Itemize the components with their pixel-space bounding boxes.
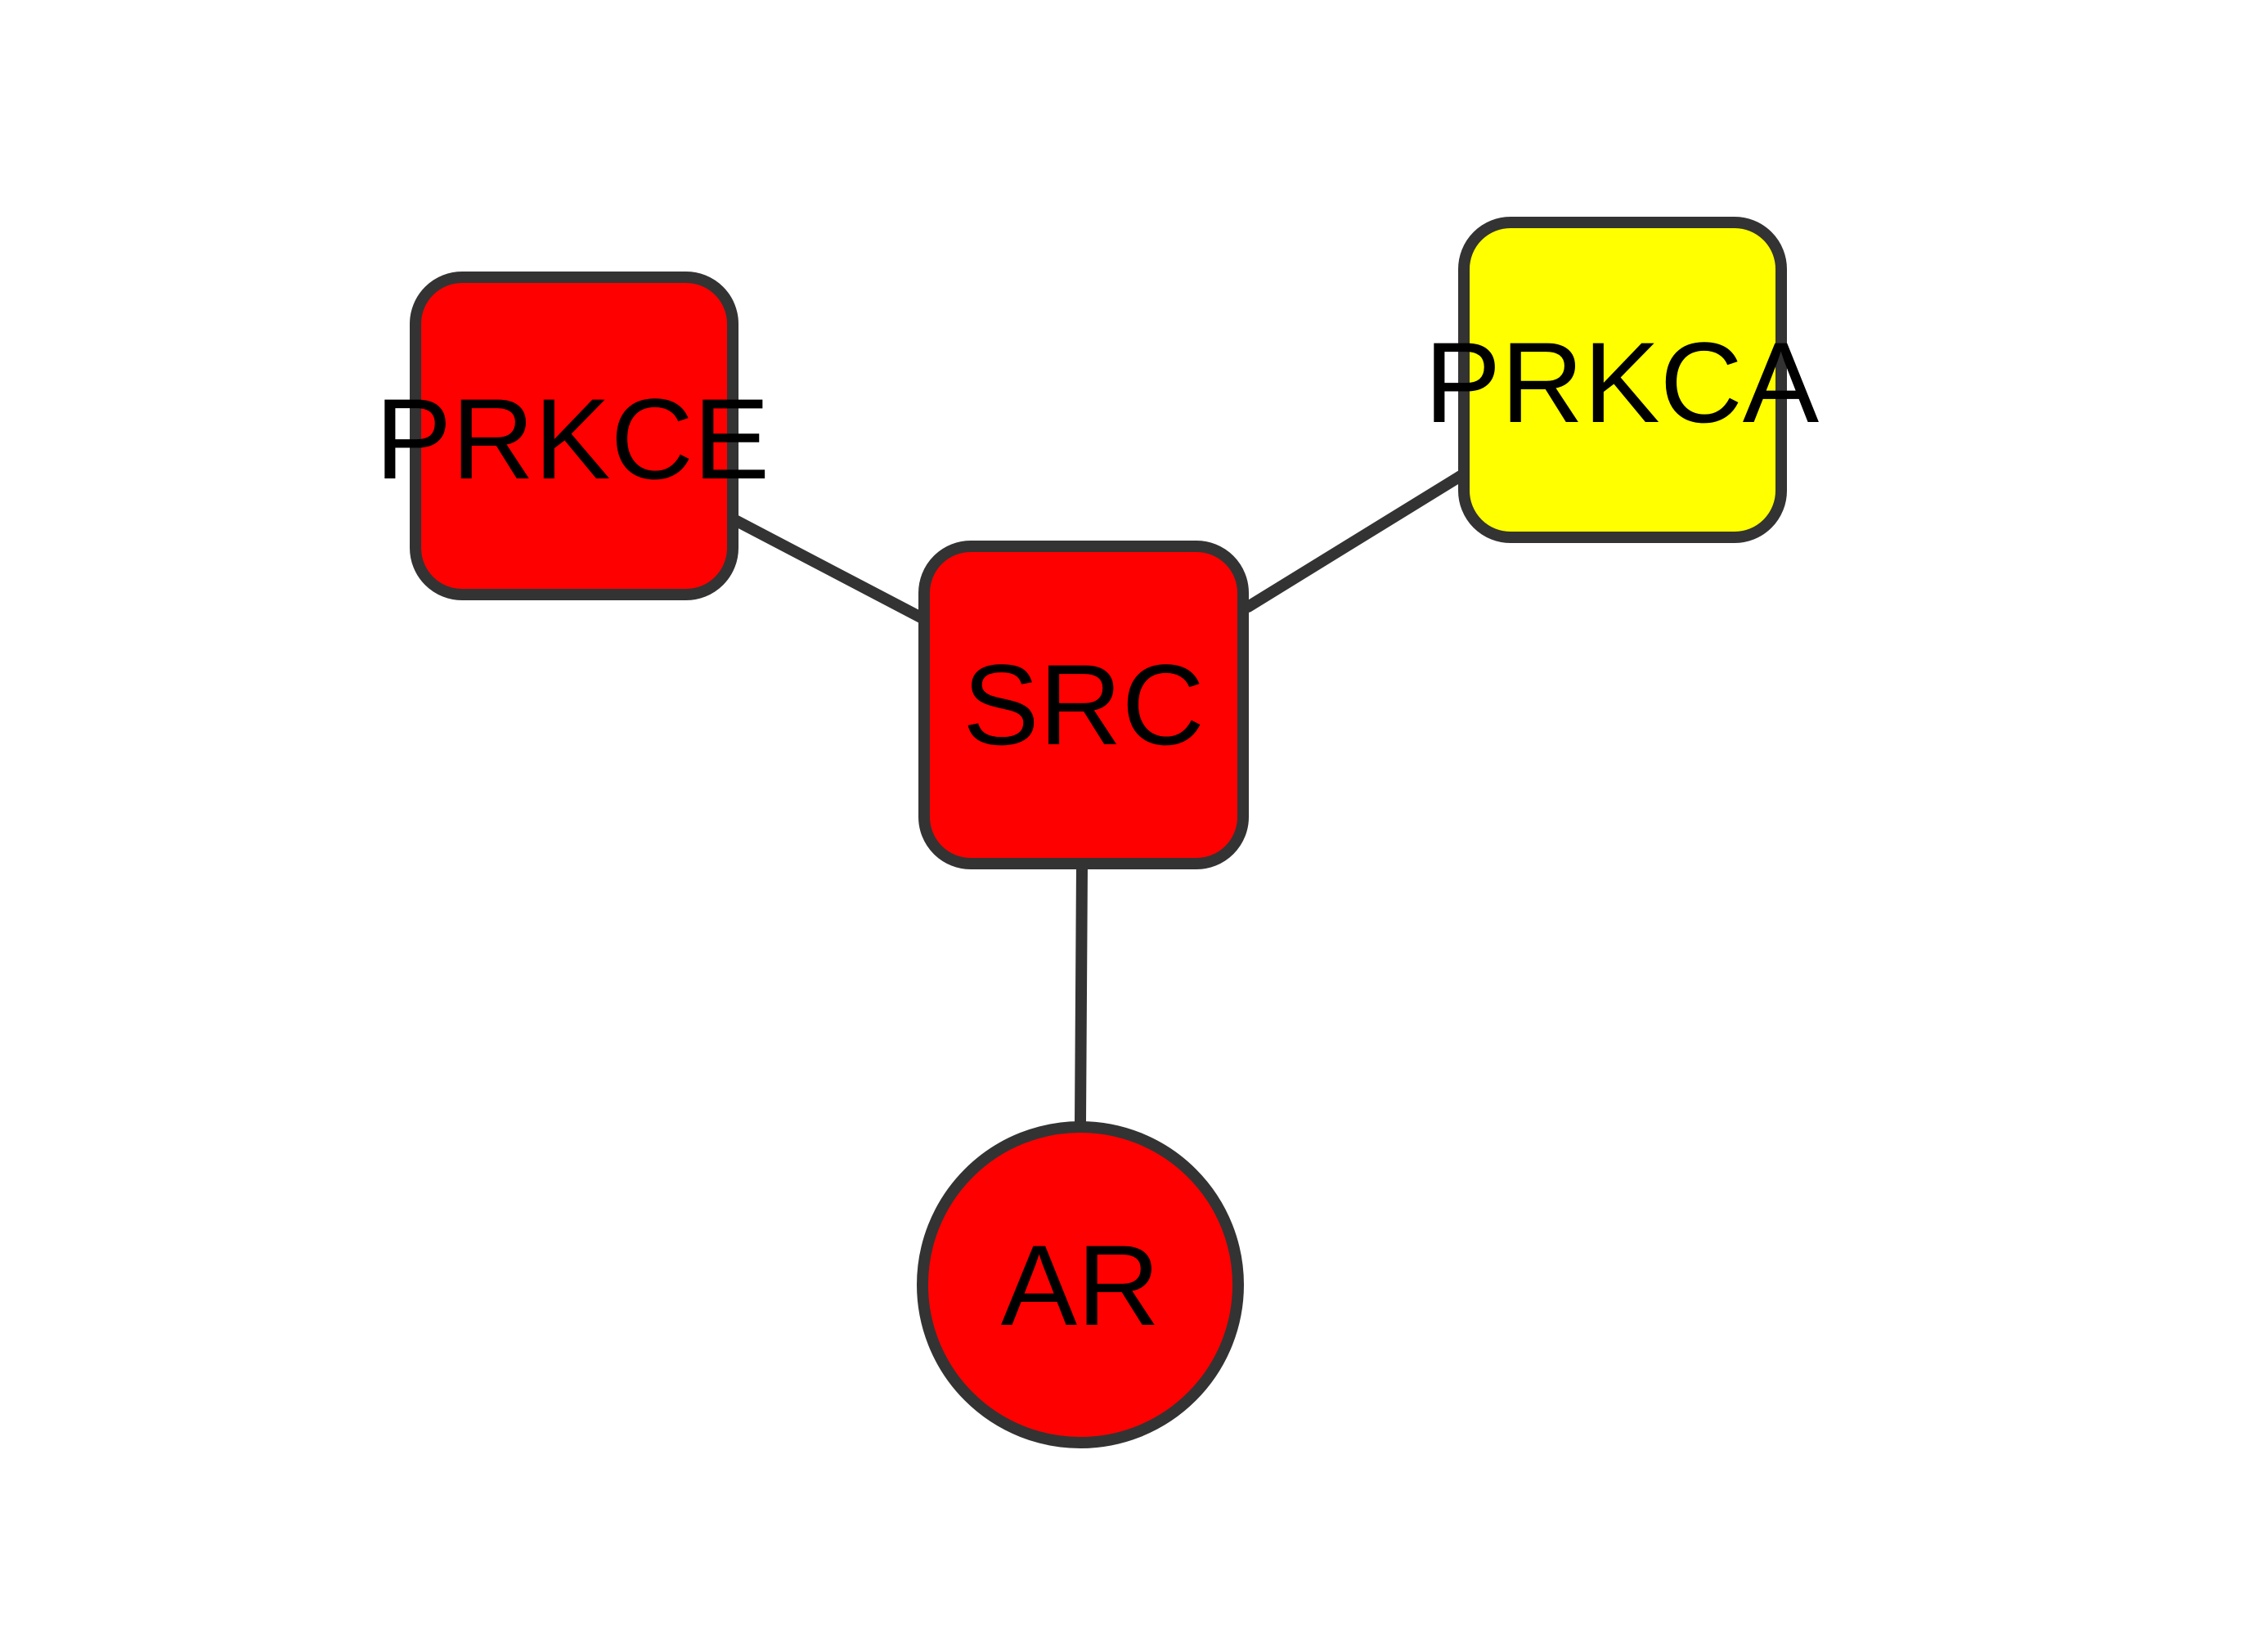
node-prkca-label: PRKCA <box>1425 318 1820 447</box>
node-src-shape[interactable] <box>918 541 1249 869</box>
node-ar-label: AR <box>1001 1221 1160 1349</box>
node-ar[interactable]: AR <box>917 1121 1244 1448</box>
node-prkce-label: PRKCE <box>375 375 770 503</box>
edge-prkce-src <box>726 513 928 624</box>
edge-prkca-src <box>1242 470 1466 613</box>
node-src-label: SRC <box>963 640 1205 769</box>
edges <box>726 470 1466 1128</box>
node-prkce[interactable]: PRKCE <box>375 272 770 600</box>
node-prkca[interactable]: PRKCA <box>1425 217 1820 543</box>
node-src[interactable]: SRC <box>918 541 1249 869</box>
node-prkca-shape[interactable] <box>1458 217 1787 543</box>
edge-src-ar <box>1075 860 1088 1128</box>
node-ar-shape[interactable] <box>917 1121 1244 1448</box>
node-prkce-shape[interactable] <box>410 272 738 600</box>
